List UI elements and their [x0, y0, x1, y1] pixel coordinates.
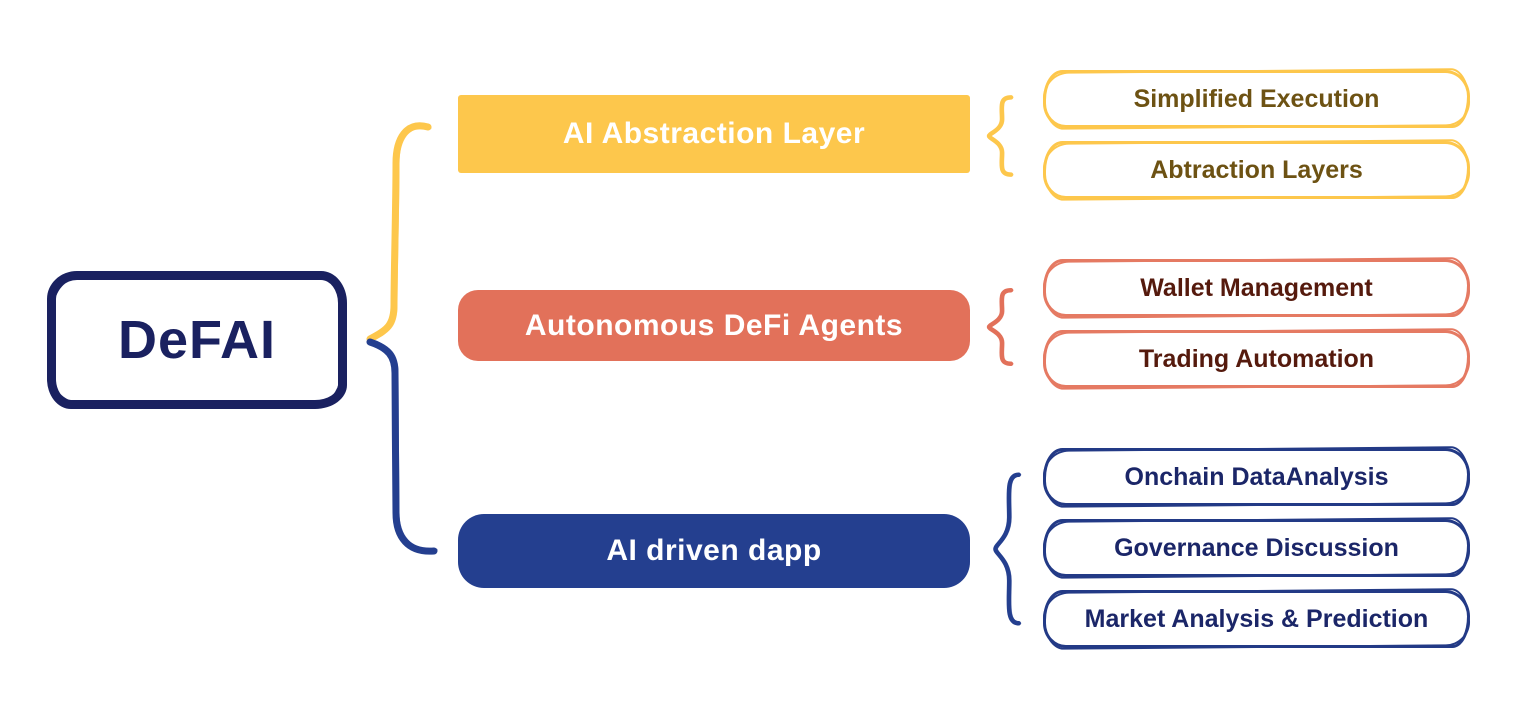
red-group-brace: [982, 287, 1016, 367]
brace-top-yellow-stroke: [366, 122, 432, 343]
branch-autonomous-defi-agents: Autonomous DeFi Agents: [458, 290, 970, 361]
leaf-governance-discussion: Governance Discussion: [1043, 519, 1470, 577]
root-node-label: DeFAI: [117, 310, 277, 370]
branch-ai-driven-dapp: AI driven dapp: [458, 514, 970, 588]
leaf-label: Abtraction Layers: [1150, 155, 1363, 184]
branch-label: Autonomous DeFi Agents: [524, 308, 904, 342]
leaf-simplified-execution: Simplified Execution: [1043, 70, 1470, 128]
blue-group-brace: [988, 470, 1024, 628]
brace-bottom-blue-stroke: [366, 338, 438, 555]
leaf-label: Trading Automation: [1138, 344, 1375, 373]
root-node-defai: DeFAI: [47, 271, 347, 409]
leaf-wallet-management: Wallet Management: [1043, 259, 1470, 317]
leaf-label: Wallet Management: [1140, 273, 1373, 302]
branch-ai-abstraction-layer: AI Abstraction Layer: [458, 95, 970, 173]
leaf-abtraction-layers: Abtraction Layers: [1043, 141, 1470, 199]
leaf-market-analysis-prediction: Market Analysis & Prediction: [1043, 590, 1470, 648]
leaf-label: Onchain DataAnalysis: [1124, 462, 1389, 491]
branch-label: AI Abstraction Layer: [562, 117, 866, 150]
leaf-label: Simplified Execution: [1133, 84, 1380, 113]
main-connector-brace: [366, 122, 438, 555]
yellow-group-brace: [982, 94, 1016, 178]
leaf-trading-automation: Trading Automation: [1043, 330, 1470, 388]
leaf-label: Market Analysis & Prediction: [1084, 604, 1429, 633]
leaf-onchain-dataanalysis: Onchain DataAnalysis: [1043, 448, 1470, 506]
leaf-label: Governance Discussion: [1114, 533, 1399, 562]
branch-label: AI driven dapp: [606, 534, 822, 567]
